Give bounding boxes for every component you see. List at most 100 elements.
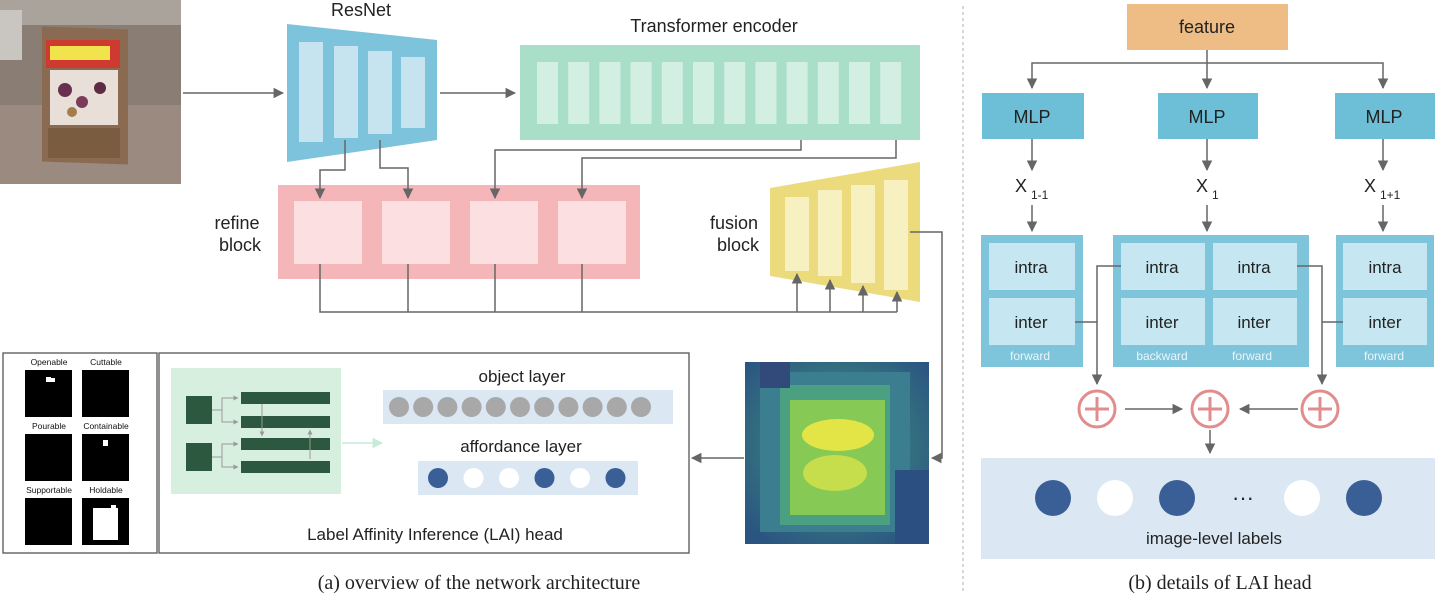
object-node xyxy=(534,397,555,417)
label-node-positive xyxy=(1159,480,1195,516)
mask-pourable xyxy=(25,434,72,481)
affordance-layer-bar xyxy=(418,461,638,495)
mask-label-pourable: Pourable xyxy=(32,421,66,431)
lai-head-label: Label Affinity Inference (LAI) head xyxy=(307,525,563,544)
object-node xyxy=(510,397,530,417)
transformer-cell xyxy=(880,62,902,124)
mlp-label-center: MLP xyxy=(1188,107,1225,127)
transformer-cell xyxy=(786,62,808,124)
feature-label: feature xyxy=(1179,17,1235,37)
affordance-node-active xyxy=(428,468,448,488)
inter-label-center-b: inter xyxy=(1237,313,1270,332)
x-subscript-right: 1+1 xyxy=(1380,188,1401,202)
feature-box xyxy=(1127,4,1288,50)
caption-a: (a) overview of the network architecture xyxy=(318,572,641,594)
fusion-label-line1: fusion xyxy=(710,213,758,233)
object-node xyxy=(413,397,434,417)
plus-icon-right xyxy=(1300,389,1340,429)
refine-to-fusion-arrows xyxy=(319,264,903,313)
forward-label-left: forward xyxy=(1010,349,1050,363)
affordance-layer-nodes xyxy=(428,468,626,488)
fusion-label-line2: block xyxy=(717,235,760,255)
object-layer-label: object layer xyxy=(479,367,566,386)
attention-block-center xyxy=(1113,235,1309,367)
label-node-negative xyxy=(1097,480,1133,516)
refine-label-line2: block xyxy=(219,235,262,255)
transformer-label: Transformer encoder xyxy=(630,16,797,36)
refine-block xyxy=(278,185,640,279)
transformer-cell xyxy=(661,62,683,124)
mlp-label-left: MLP xyxy=(1013,107,1050,127)
label-node-negative xyxy=(1284,480,1320,516)
ellipsis: ··· xyxy=(1232,485,1254,510)
arrow-fusion-to-map xyxy=(910,231,943,464)
inter-label-center-a: inter xyxy=(1145,313,1178,332)
mlp-to-x-arrows xyxy=(1026,139,1389,172)
affordance-layer-label: affordance layer xyxy=(460,437,582,456)
mlp-box-left xyxy=(982,93,1084,139)
x-symbol-right: X xyxy=(1364,176,1376,196)
refine-label-line1: refine xyxy=(214,213,259,233)
label-node-positive xyxy=(1035,480,1071,516)
affordance-heatmap xyxy=(745,362,929,544)
transformer-cell xyxy=(630,62,652,124)
affordance-masks: Openable Cuttable Pourable Containable S… xyxy=(25,357,129,545)
mask-label-cuttable: Cuttable xyxy=(90,357,122,367)
x-symbol-left: X xyxy=(1015,176,1027,196)
resnet-to-refine-arrows xyxy=(314,140,414,200)
resnet-block xyxy=(287,24,437,162)
block-to-plus-arrows xyxy=(1075,265,1343,455)
transformer-cell xyxy=(599,62,621,124)
transformer-to-refine-arrows xyxy=(489,140,897,200)
transformer-cell xyxy=(755,62,777,124)
object-layer-nodes xyxy=(389,397,651,417)
object-node xyxy=(485,397,506,417)
object-node xyxy=(389,397,409,417)
mask-label-containable: Containable xyxy=(83,421,129,431)
transformer-cell xyxy=(724,62,746,124)
x-subscript-left: 1-1 xyxy=(1031,188,1049,202)
input-photo xyxy=(0,0,181,184)
intra-label-center-b: intra xyxy=(1237,258,1271,277)
object-node xyxy=(606,397,627,417)
caption-b: (b) details of LAI head xyxy=(1128,572,1311,594)
transformer-cell xyxy=(568,62,590,124)
attention-block-right xyxy=(1336,235,1434,367)
image-level-label-nodes xyxy=(1035,480,1382,516)
affordance-node-active xyxy=(605,468,626,488)
mask-label-supportable: Supportable xyxy=(26,485,72,495)
inter-label-left: inter xyxy=(1014,313,1047,332)
intra-label-center-a: intra xyxy=(1145,258,1179,277)
x-subscript-center: 1 xyxy=(1212,188,1219,202)
plus-icon-center xyxy=(1190,389,1230,429)
forward-label-center: forward xyxy=(1232,349,1272,363)
fusion-block xyxy=(770,162,920,302)
affordance-node-inactive xyxy=(463,468,484,488)
attention-block-left xyxy=(981,235,1083,367)
inter-label-right: inter xyxy=(1368,313,1401,332)
transformer-cell xyxy=(849,62,870,124)
mlp-label-right: MLP xyxy=(1365,107,1402,127)
image-level-labels-caption: image-level labels xyxy=(1146,529,1282,548)
object-node xyxy=(631,397,651,417)
lai-module-icon xyxy=(171,368,341,494)
forward-label-right: forward xyxy=(1364,349,1404,363)
plus-icon-left xyxy=(1077,389,1117,429)
mask-label-holdable: Holdable xyxy=(89,485,123,495)
transformer-cell xyxy=(817,62,839,124)
mlp-box-right xyxy=(1335,93,1435,139)
affordance-node-active xyxy=(534,468,555,488)
label-node-positive xyxy=(1346,480,1382,516)
object-node xyxy=(558,397,579,417)
affordance-node-inactive xyxy=(570,468,590,488)
object-node xyxy=(461,397,482,417)
intra-label-left: intra xyxy=(1014,258,1048,277)
object-node xyxy=(582,397,603,417)
mlp-box-center xyxy=(1158,93,1258,139)
transformer-cell xyxy=(537,62,558,124)
transformer-cell xyxy=(693,62,714,124)
mask-supportable xyxy=(25,498,72,545)
x-symbol-center: X xyxy=(1196,176,1208,196)
object-node xyxy=(437,397,458,417)
